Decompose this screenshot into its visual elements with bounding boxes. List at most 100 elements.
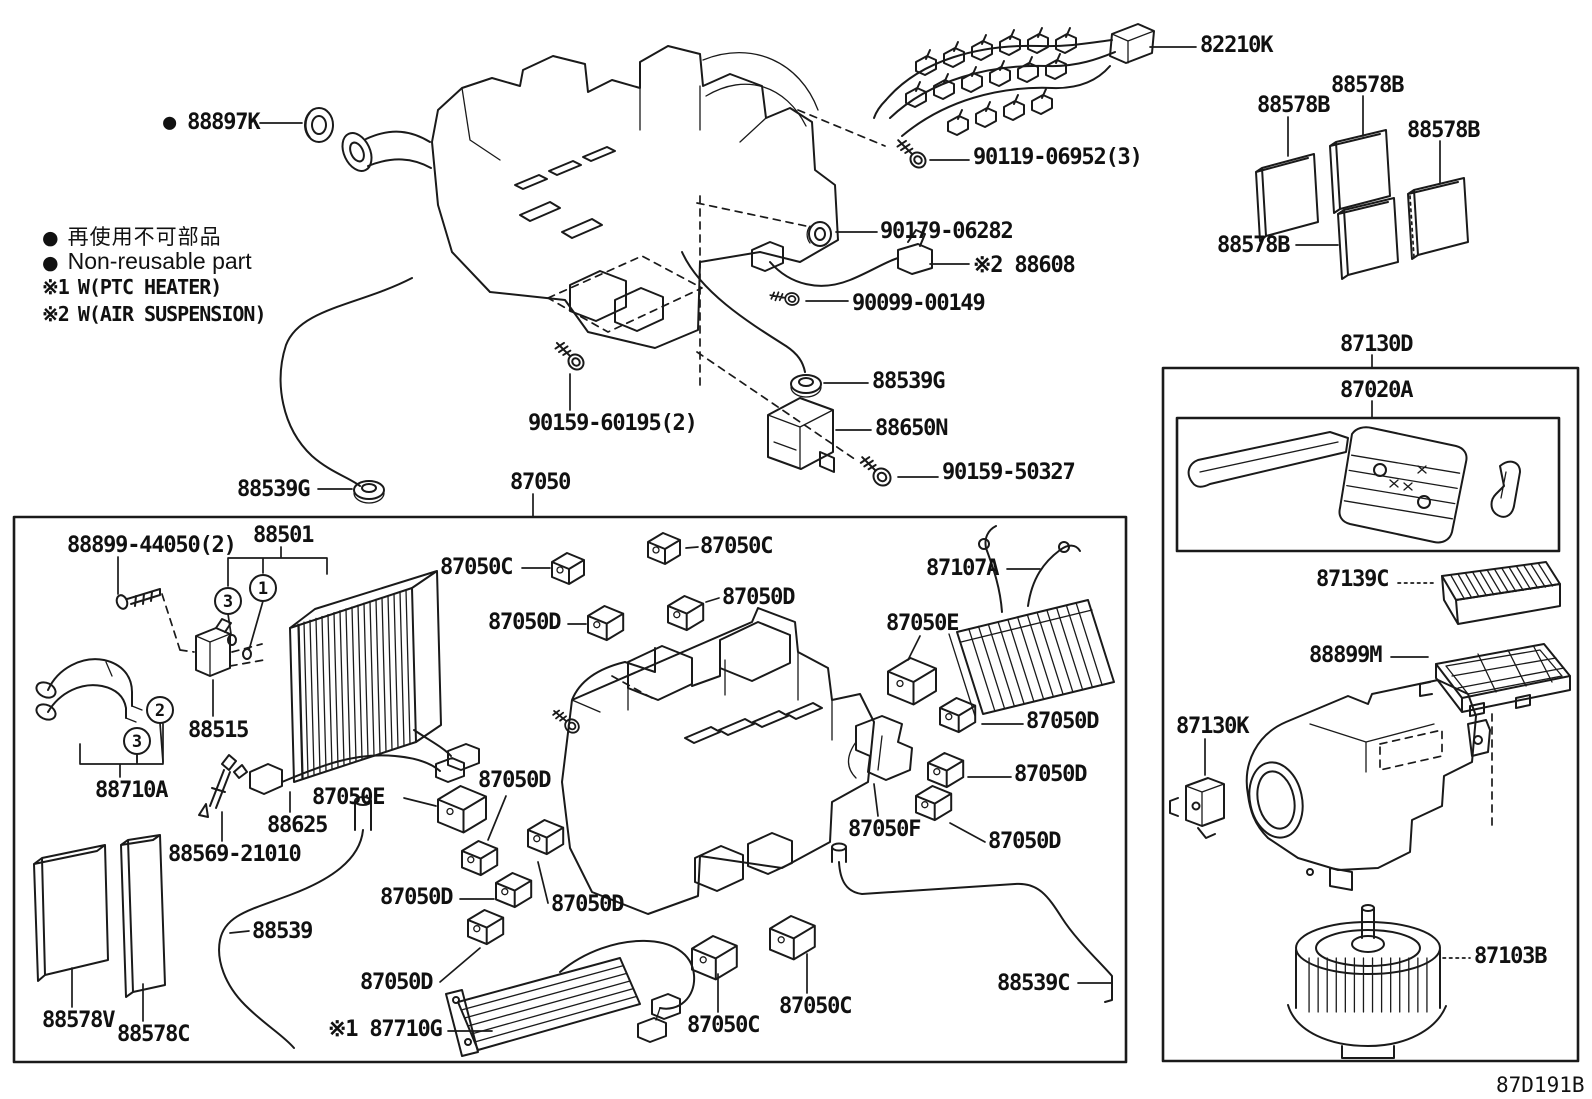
- filter-pads-88578B: [1255, 129, 1469, 280]
- screw-icon-mid: [552, 709, 580, 734]
- label-87050D-4: 87050D: [380, 885, 453, 910]
- label-87130D: 87130D: [1340, 332, 1413, 357]
- evaporator-88501: [289, 570, 480, 783]
- reference-mark-2: ※2: [42, 302, 70, 326]
- label-87050C-4: 87050C: [779, 994, 852, 1019]
- hvac-case-mid: [561, 607, 875, 915]
- servo-clip: [551, 552, 585, 585]
- label-88899-44050: 88899-44050(2): [67, 533, 237, 558]
- servo-clip: [647, 532, 681, 565]
- clip-88569: [198, 754, 248, 818]
- filters-88578VC: [33, 834, 166, 998]
- servo-clip: [527, 819, 565, 856]
- svg-text:2: 2: [155, 701, 165, 721]
- label-88578B-1: 88578B: [1257, 93, 1330, 118]
- legend-row-nonreusable-jp: ● 再使用不可部品: [42, 221, 266, 249]
- right-panel-box: [1161, 366, 1580, 1063]
- label-87050D-3: 87050D: [478, 768, 551, 793]
- servo-clip: [467, 909, 505, 946]
- label-88625: 88625: [267, 813, 328, 838]
- label-87710G: ※1 87710G: [328, 1017, 443, 1042]
- pipes-88710A: [35, 658, 143, 723]
- label-88608: ※2 88608: [973, 253, 1076, 278]
- label-87050D-2: 87050D: [488, 610, 561, 635]
- cabin-filter-87139C: [1441, 561, 1561, 625]
- label-88710A: 88710A: [95, 778, 168, 803]
- wire-harness-82210K: [873, 23, 1155, 137]
- legend-row-note2: ※2 W(AIR SUSPENSION): [42, 302, 267, 329]
- servo-clip: [915, 785, 953, 822]
- servo-clip: [769, 915, 816, 961]
- legend-text: 再使用不可部品: [67, 225, 222, 249]
- grommet-90179: [806, 221, 832, 247]
- clip-parts: [437, 532, 977, 981]
- label-90179-06282: 90179-06282: [880, 219, 1014, 244]
- label-87050C-3: 87050C: [687, 1013, 760, 1038]
- servo-87130K: [1169, 777, 1225, 839]
- blower-case: [1245, 679, 1491, 891]
- sensor-88608: [751, 229, 933, 287]
- label-87139C: 87139C: [1316, 567, 1389, 592]
- amplifier-88650N: [767, 397, 835, 473]
- label-87020A: 87020A: [1340, 378, 1413, 403]
- legend-row-note1: ※1 W(PTC HEATER): [42, 275, 266, 302]
- callout-3: 3: [214, 587, 242, 615]
- label-87050: 87050: [510, 470, 571, 495]
- label-88578B-3: 88578B: [1407, 118, 1480, 143]
- legend-text: W(PTC HEATER): [77, 275, 223, 299]
- intake-parts-87020A: [1187, 426, 1521, 544]
- servo-clip: [587, 605, 625, 642]
- filled-circle-icon: ●: [42, 227, 59, 249]
- label-88650N: 88650N: [875, 416, 948, 441]
- label-88501: 88501: [253, 523, 314, 548]
- screw-icon-88899-44050: [115, 588, 161, 610]
- label-88539: 88539: [252, 919, 313, 944]
- valve-88515: [161, 593, 265, 677]
- servo-clip: [667, 595, 705, 632]
- screw-icon-90099: [769, 291, 800, 306]
- label-88578B-4: 88578B: [1217, 233, 1290, 258]
- callout-3: 3: [123, 727, 151, 755]
- svg-text:1: 1: [258, 579, 268, 599]
- servo-clip: [461, 840, 499, 877]
- label-87130K: 87130K: [1176, 714, 1249, 739]
- filled-circle-icon: ●: [42, 252, 59, 274]
- label-87050E-left: 87050E: [312, 785, 385, 810]
- label-88515: 88515: [188, 718, 249, 743]
- pipe-88539C: [831, 842, 1113, 1003]
- grommet-88539G-left: [353, 480, 385, 504]
- label-87050F: 87050F: [848, 817, 921, 842]
- label-87050D-5: 87050D: [551, 892, 624, 917]
- servo-clip: [927, 752, 965, 789]
- ptc-heater-87710G: [445, 939, 696, 1057]
- label-90099-00149: 90099-00149: [852, 291, 986, 316]
- inner-parts-box: [12, 515, 1128, 1064]
- label-87050E-right: 87050E: [886, 611, 959, 636]
- label-88897K: ● 88897K: [163, 110, 261, 135]
- label-88539G-left: 88539G: [237, 477, 310, 502]
- screw-icon-90119: [896, 139, 927, 169]
- label-87050D-1: 87050D: [722, 585, 795, 610]
- grommet-88897K: [304, 107, 334, 143]
- heater-core-87107A: [948, 525, 1115, 717]
- servo-clip: [495, 872, 533, 909]
- servo-clip: [437, 785, 487, 834]
- label-88578B-2: 88578B: [1331, 73, 1404, 98]
- label-87050C-1: 87050C: [440, 555, 513, 580]
- label-88539G-top: 88539G: [872, 369, 945, 394]
- svg-text:3: 3: [223, 592, 233, 612]
- servo-clip: [887, 657, 937, 706]
- label-87050D-r1: 87050D: [1026, 709, 1099, 734]
- hose-88539: [218, 796, 372, 1049]
- label-87103B: 87103B: [1474, 944, 1547, 969]
- servo-clip: [939, 697, 977, 734]
- screw-icon-60195: [554, 341, 585, 371]
- legend-text: Non-reusable part: [67, 248, 252, 274]
- screw-icon-50327: [859, 456, 892, 487]
- label-87107A: 87107A: [926, 556, 999, 581]
- blower-motor-87103B: [1287, 904, 1447, 1059]
- legend-text: W(AIR SUSPENSION): [77, 302, 267, 326]
- label-87050D-r2: 87050D: [1014, 762, 1087, 787]
